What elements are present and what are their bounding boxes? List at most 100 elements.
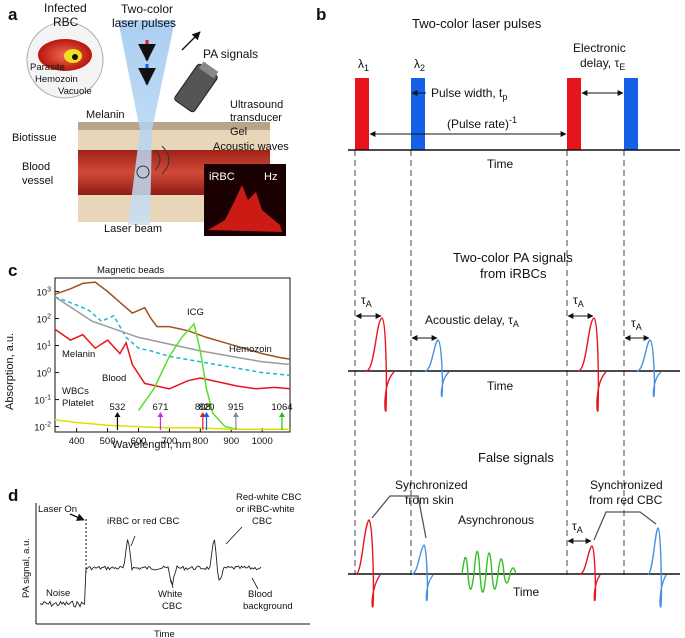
label-melanin: Melanin [62, 349, 95, 360]
wavelength-arrowhead [157, 412, 164, 417]
time-label-1: Time [487, 157, 514, 171]
electronic-label-1: Electronic [573, 41, 626, 55]
pointer-blood [251, 577, 259, 590]
label-white-2: CBC [162, 601, 182, 612]
pointer-irbc [130, 535, 136, 547]
label-magnetic-beads: Magnetic beads [97, 265, 164, 276]
laser-on-arrow-icon [69, 513, 85, 521]
wavelength-arrowhead [232, 412, 239, 417]
pa-signal-arrow-icon [181, 31, 201, 51]
label-biotissue: Biotissue [12, 132, 57, 144]
chart-c-xlabel: Wavelength, nm [112, 439, 191, 451]
title-false-signals: False signals [478, 450, 554, 465]
panel-b: b Two-color laser pulses λ1 λ2 Pulse wid… [316, 5, 680, 608]
label-blood-1: Blood [248, 589, 272, 600]
sync-skin-label-1: Synchronized [395, 478, 468, 492]
melanin-layer [78, 122, 270, 130]
label-gel: Gel [230, 126, 247, 138]
label-wbcs: WBCs [62, 386, 89, 397]
tau-label-1: τA [361, 293, 372, 309]
label-irbc: iRBC [209, 171, 235, 183]
label-blood: Blood [102, 373, 126, 384]
panel-a: a Infected RBC Two-color laser pulses PA… [8, 1, 289, 236]
label-transducer-1: Ultrasound [230, 99, 283, 111]
label-melanin: Melanin [86, 109, 125, 121]
x-tick-label: 800 [192, 436, 208, 447]
label-laser-1: Two-color [121, 2, 173, 16]
title-pa-signals-2: from iRBCs [480, 266, 547, 281]
electronic-label-2: delay, τE [580, 56, 625, 72]
sync-cbc-pointer [593, 511, 657, 541]
label-acoustic-waves: Acoustic waves [213, 141, 289, 153]
wavelength-label: 532 [110, 402, 126, 413]
ultrasound-transducer-icon [174, 61, 219, 113]
time-label-3: Time [513, 585, 540, 599]
sync-cbc-label-1: Synchronized [590, 478, 663, 492]
label-laser-on: Laser On [38, 504, 77, 515]
hz-surface [208, 185, 282, 232]
lambda2-label: λ2 [414, 57, 425, 73]
lambda1-label: λ1 [358, 57, 369, 73]
label-pa-signals: PA signals [203, 47, 258, 61]
panel-d: d Laser On iRBC or red CBC Red-white CBC… [8, 486, 310, 638]
acoustic-delay-label: Acoustic delay, τA [425, 313, 519, 329]
series-magnetic-beads [54, 281, 291, 360]
wavelength-label: 820 [199, 402, 215, 413]
wavelength-label: 1064 [271, 402, 292, 413]
chart-c-series [54, 281, 291, 431]
pa-signal-red-1 [365, 317, 395, 412]
x-tick-label: 700 [161, 436, 177, 447]
time-label-2: Time [487, 379, 514, 393]
asynchronous-label: Asynchronous [458, 513, 534, 527]
label-red-white-1: Red-white CBC [236, 492, 302, 503]
wavelength-label: 915 [228, 402, 244, 413]
label-hemozoin: Hemozoin [229, 344, 272, 355]
pulse-rate-label: (Pulse rate)-1 [447, 115, 517, 131]
label-irbc-cbc: iRBC or red CBC [107, 516, 179, 527]
y-tick-label: 102 [37, 314, 52, 326]
wavelength-arrowhead [114, 412, 121, 417]
x-tick-label: 900 [223, 436, 239, 447]
label-icg: ICG [187, 307, 204, 318]
x-tick-label: 500 [100, 436, 116, 447]
y-tick-label: 100 [37, 368, 52, 380]
series-line-1 [54, 296, 291, 377]
label-hz: Hz [264, 171, 277, 183]
sync-cbc-label-2: from red CBC [589, 493, 663, 507]
panel-c-label: c [8, 261, 17, 280]
tau-label-4: τA [572, 519, 583, 535]
y-tick-label: 103 [37, 287, 52, 299]
title-pa-signals-1: Two-color PA signals [453, 250, 573, 265]
panel-d-label: d [8, 486, 18, 505]
chart-d-ylabel: PA signal, a.u. [21, 538, 32, 598]
label-infected-1: Infected [44, 1, 87, 15]
false-blue-cbc [647, 527, 667, 608]
wavelength-label: 808 [195, 402, 211, 413]
x-tick-label: 600 [131, 436, 147, 447]
dashed-guides [354, 150, 625, 575]
chart-c-frame [54, 277, 291, 433]
label-hemozoin: Hemozoin [35, 74, 78, 85]
pulse-red-1 [355, 78, 369, 150]
false-red-skin [355, 519, 381, 608]
chart-d-trace [39, 539, 262, 608]
asynchronous-signal [461, 550, 517, 593]
target-irbc [136, 165, 150, 179]
wavelength-arrowhead [278, 412, 285, 417]
label-laser-beam: Laser beam [104, 223, 162, 235]
label-parasite: Parasite [30, 62, 65, 73]
label-blood-2: background [243, 601, 293, 612]
series-hemozoin [54, 296, 291, 366]
hemozoin-dot [72, 54, 78, 60]
label-laser-2: laser pulses [112, 16, 176, 30]
pulse-blue-2 [624, 78, 638, 150]
y-tick-label: 10-2 [34, 422, 51, 434]
label-blood: Blood [22, 161, 50, 173]
series-melanin [54, 328, 291, 390]
acoustic-wave-arcs [154, 145, 170, 175]
tau-label-2: τA [573, 293, 584, 309]
wavelength-arrowhead [203, 412, 210, 417]
